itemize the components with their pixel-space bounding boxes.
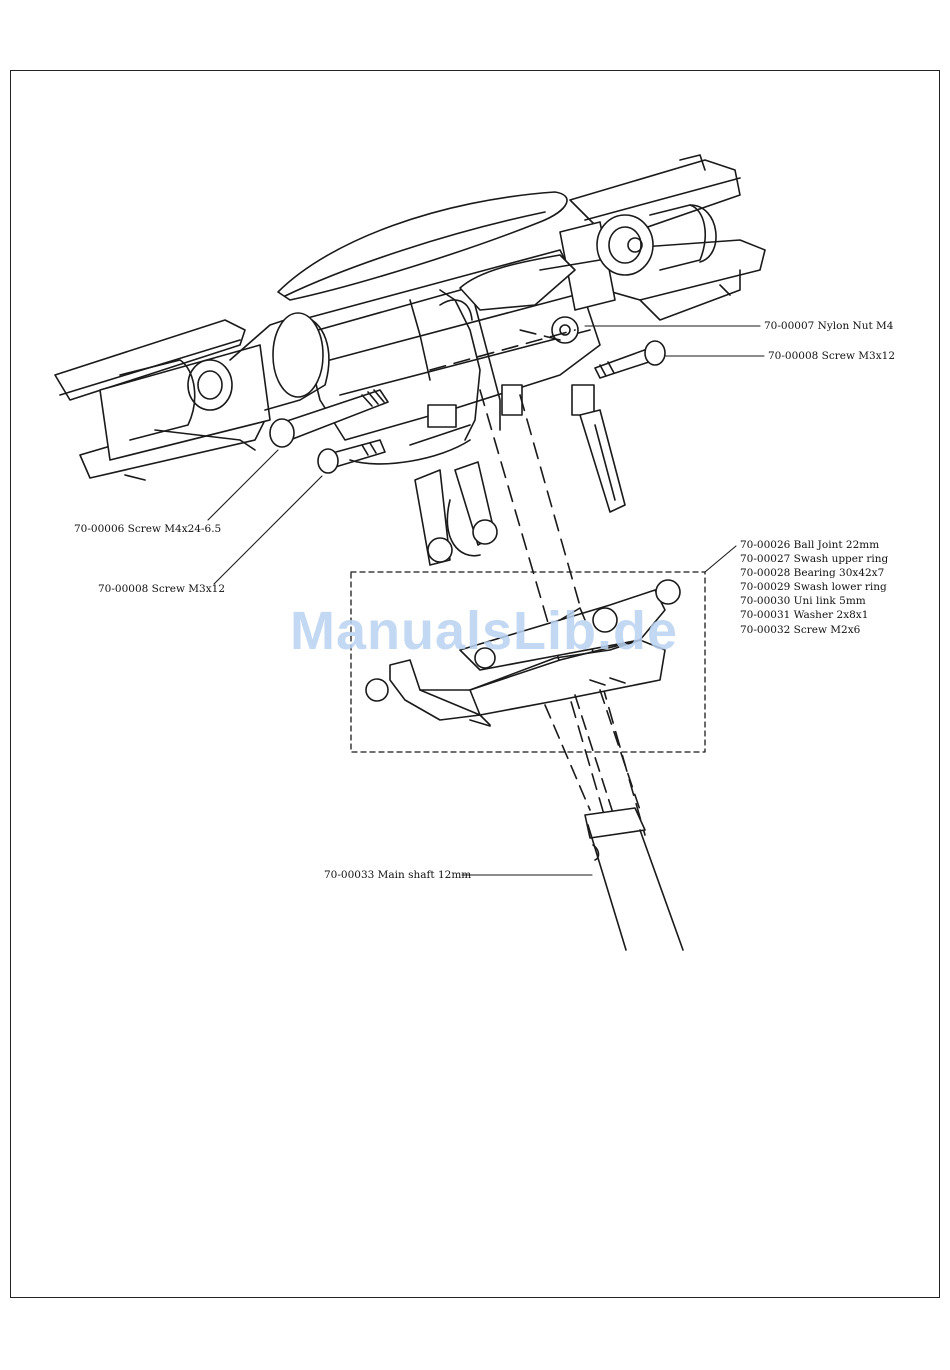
label-screw-m3-top: 70-00008 Screw M3x12 bbox=[768, 349, 895, 363]
swash-part-item: 70-00028 Bearing 30x42x7 bbox=[740, 566, 888, 580]
swash-part-item: 70-00029 Swash lower ring bbox=[740, 580, 888, 594]
swash-parts-list: 70-00026 Ball Joint 22mm 70-00027 Swash … bbox=[740, 538, 888, 637]
swash-part-item: 70-00026 Ball Joint 22mm bbox=[740, 538, 888, 552]
watermark: ManualsLib.de bbox=[290, 600, 678, 662]
label-nylon-nut: 70-00007 Nylon Nut M4 bbox=[764, 319, 894, 333]
swash-part-item: 70-00030 Uni link 5mm bbox=[740, 594, 888, 608]
swash-part-item: 70-00027 Swash upper ring bbox=[740, 552, 888, 566]
shaft-dash-lower bbox=[545, 690, 640, 810]
right-blade-grip bbox=[560, 155, 765, 320]
main-shaft bbox=[585, 808, 683, 950]
label-screw-m4: 70-00006 Screw M4x24-6.5 bbox=[74, 522, 221, 536]
label-main-shaft: 70-00033 Main shaft 12mm bbox=[324, 868, 471, 882]
swash-part-item: 70-00032 Screw M2x6 bbox=[740, 623, 888, 637]
left-blade-grip bbox=[55, 313, 329, 480]
label-screw-m3-left: 70-00008 Screw M3x12 bbox=[98, 582, 225, 596]
swash-part-item: 70-00031 Washer 2x8x1 bbox=[740, 608, 888, 622]
